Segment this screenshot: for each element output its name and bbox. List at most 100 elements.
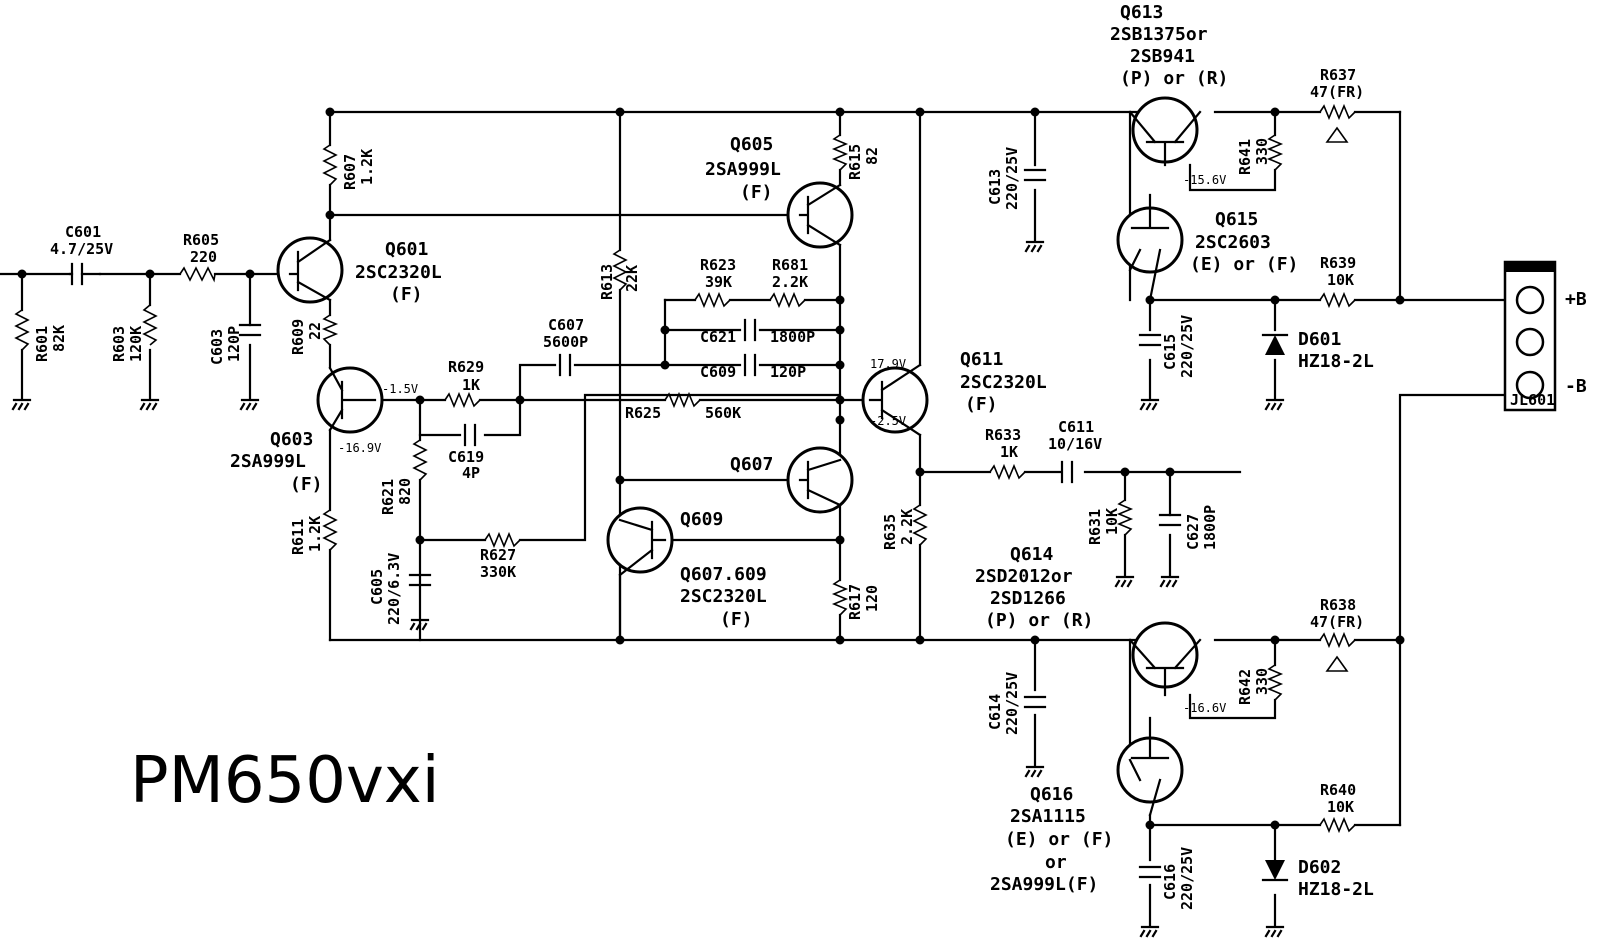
- q615-grade: (E) or (F): [1190, 254, 1298, 275]
- q616-part: 2SA1115: [1010, 806, 1086, 827]
- c614-ref: C614: [986, 694, 1004, 730]
- c601-ref: C601: [65, 223, 101, 241]
- q614-grade: (P) or (R): [985, 610, 1093, 631]
- r609-ref: R609: [289, 319, 307, 355]
- q601-symbol: [276, 236, 344, 304]
- q613-ref: Q613: [1120, 2, 1163, 23]
- r625-ref: R625: [625, 404, 661, 422]
- r611-symbol: [322, 509, 338, 551]
- r642-value: 330: [1253, 668, 1271, 695]
- q601-part: 2SC2320L: [355, 262, 442, 283]
- c621-value: 1800P: [770, 328, 815, 346]
- r605-value: 220: [190, 248, 217, 266]
- q616-symbol: [1116, 716, 1184, 817]
- r631-ref: R631: [1086, 509, 1104, 545]
- r611-ref: R611: [289, 519, 307, 555]
- r609-value: 22: [306, 322, 324, 340]
- r601-ref: R601: [33, 326, 51, 362]
- r605-ref: R605: [183, 231, 219, 249]
- voltage-q616: -16.6V: [1183, 701, 1226, 715]
- r640-symbol: [1319, 816, 1356, 834]
- warning-triangle-icon: [1325, 126, 1349, 143]
- jl601-label: JL601: [1510, 391, 1555, 409]
- r613-symbol: [612, 249, 628, 291]
- c616-value: 220/25V: [1178, 847, 1196, 910]
- r641-value: 330: [1253, 138, 1271, 165]
- r681-ref: R681: [772, 256, 808, 274]
- q611-part: 2SC2320L: [960, 372, 1047, 393]
- r631-symbol: [1116, 499, 1134, 536]
- ground-symbols: [11, 240, 1285, 938]
- voltage-q603-emitter: -16.9V: [338, 441, 381, 455]
- q605-part: 2SA999L: [705, 159, 781, 180]
- r601-symbol: [14, 309, 30, 351]
- r627-value: 330K: [480, 563, 516, 581]
- q607-symbol: [786, 446, 854, 514]
- warning-triangle-icon: [1325, 655, 1349, 672]
- r607-ref: R607: [341, 154, 359, 190]
- r641-symbol: [1266, 134, 1284, 171]
- r638-symbol: [1319, 631, 1356, 649]
- r633-symbol: [989, 463, 1026, 481]
- c613-ref: C613: [986, 169, 1004, 205]
- r637-ref: R637: [1320, 66, 1356, 84]
- r611-value: 1.2K: [306, 516, 324, 552]
- r633-ref: R633: [985, 426, 1021, 444]
- r623-value: 39K: [705, 273, 732, 291]
- r642-symbol: [1266, 664, 1284, 701]
- plus-b-terminal-label: +B: [1565, 289, 1587, 310]
- r621-ref: R621: [379, 479, 397, 515]
- r640-value: 10K: [1327, 798, 1354, 816]
- d602-value: HZ18-2L: [1298, 879, 1374, 900]
- c621-ref: C621: [700, 328, 736, 346]
- c601-value: 4.7/25V: [50, 240, 113, 258]
- c605-value: 220/6.3V: [385, 553, 403, 625]
- r629-value: 1K: [462, 376, 480, 394]
- r640-ref: R640: [1320, 781, 1356, 799]
- r617-ref: R617: [846, 584, 864, 620]
- q613-part: 2SB1375or: [1110, 24, 1208, 45]
- q615-ref: Q615: [1215, 209, 1258, 230]
- q609-symbol: [606, 506, 674, 577]
- c615-ref: C615: [1161, 334, 1179, 370]
- r625-value: 560K: [705, 404, 741, 422]
- r607-value: 1.2K: [358, 149, 376, 185]
- page-title: PM650vxi: [130, 744, 440, 818]
- q605-symbol: [786, 181, 854, 249]
- r607-symbol: [322, 144, 338, 186]
- c603-value: 120P: [225, 326, 243, 362]
- q614-part2: 2SD1266: [990, 588, 1066, 609]
- q613-grade: (P) or (R): [1120, 68, 1228, 89]
- voltage-q611-emitter: -2.5V: [870, 414, 906, 428]
- r623-ref: R623: [700, 256, 736, 274]
- r642-ref: R642: [1236, 669, 1254, 705]
- c607-value: 5600P: [543, 333, 588, 351]
- c627-ref: C627: [1184, 514, 1202, 550]
- voltage-q603-base: -1.5V: [382, 382, 418, 396]
- r605-symbol: [179, 266, 216, 283]
- r638-ref: R638: [1320, 596, 1356, 614]
- c611-value: 10/16V: [1048, 435, 1102, 453]
- q611-symbol: [861, 363, 929, 437]
- r609-symbol: [321, 314, 339, 346]
- r603-ref: R603: [110, 326, 128, 362]
- r615-value: 82: [863, 147, 881, 165]
- q607-609-grade: (F): [720, 609, 753, 630]
- q616-or: or: [1045, 852, 1067, 873]
- q615-symbol: [1116, 193, 1184, 302]
- q616-ref: Q616: [1030, 784, 1073, 805]
- c605-ref: C605: [368, 569, 386, 605]
- q609-ref: Q609: [680, 509, 723, 530]
- c615-value: 220/25V: [1178, 315, 1196, 378]
- r623-symbol: [694, 291, 731, 309]
- r639-value: 10K: [1327, 271, 1354, 289]
- r631-value: 10K: [1103, 508, 1121, 535]
- q613-part2: 2SB941: [1130, 46, 1195, 67]
- c614-value: 220/25V: [1003, 672, 1021, 735]
- d601-value: HZ18-2L: [1298, 351, 1374, 372]
- c611-ref: C611: [1058, 418, 1094, 436]
- r613-ref: R613: [598, 264, 616, 300]
- resistor-symbols: [14, 103, 1356, 834]
- fusible-warning-icons: [1325, 126, 1349, 672]
- voltage-q615: -15.6V: [1183, 173, 1226, 187]
